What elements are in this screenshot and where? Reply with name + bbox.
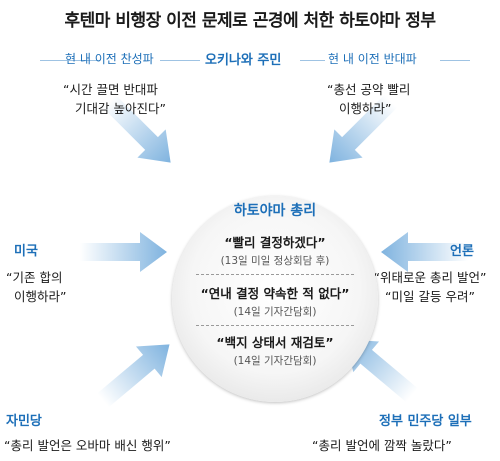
arrow-left [80,232,167,272]
arrow-bottom-right [345,339,418,403]
okinawa-residents-label: 오키나와 주민 [205,53,282,68]
pm-label: 하토야마 총리 [233,203,317,219]
arrow-bottom-left [97,344,170,408]
anti-relocation-label: 현 내 이전 반대파 [328,52,417,66]
divider [40,60,100,61]
divider [160,60,200,61]
statement-quote: “빨리 결정하겠다” [224,235,326,250]
statement-detail: (13일 미일 정상회담 후) [220,255,330,267]
statement-divider [196,274,354,275]
pro-relocation-quote: “시간 끌면 반대파 기대감 높아진다” [63,82,166,116]
divider [440,60,470,61]
anti-relocation-quote: “총선 공약 빨리 이행하라” [327,82,411,116]
statement-quote: “백지 상태서 재검토” [216,335,334,350]
statement-detail: (14일 기자간담회) [233,355,317,367]
ldp-label: 자민당 [6,414,42,429]
pm-circle [172,196,378,402]
ldp-quote: “총리 발언은 오바마 배신 행위” [4,438,171,453]
media-label: 언론 [450,244,474,259]
statement-divider [196,325,354,326]
pm-statement: “백지 상태서 재검토” (14일 기자간담회) [172,332,378,368]
arrow-top-left [102,94,171,163]
pm-statement: “연내 결정 약속한 적 없다” (14일 기자간담회) [172,283,378,319]
divider [300,60,325,61]
usa-label: 미국 [14,244,38,259]
diagram-title: 후텐마 비행장 이전 문제로 곤경에 처한 하토야마 정부 [64,11,436,31]
usa-quote: “기존 합의 이행하라” [6,270,67,304]
statement-quote: “연내 결정 약속한 적 없다” [200,286,350,301]
arrow-top-right [329,94,398,163]
arrow-right [381,232,468,272]
dpj-quote: “총리 발언에 깜짝 놀랐다” [312,438,452,453]
statement-detail: (14일 기자간담회) [233,306,317,318]
pm-statement: “빨리 결정하겠다” (13일 미일 정상회담 후) [172,232,378,268]
media-quote: “위태로운 총리 발언” “미일 갈등 우려” [373,270,487,304]
dpj-label: 정부 민주당 일부 [379,414,472,429]
pro-relocation-label: 현 내 이전 찬성파 [65,52,154,66]
